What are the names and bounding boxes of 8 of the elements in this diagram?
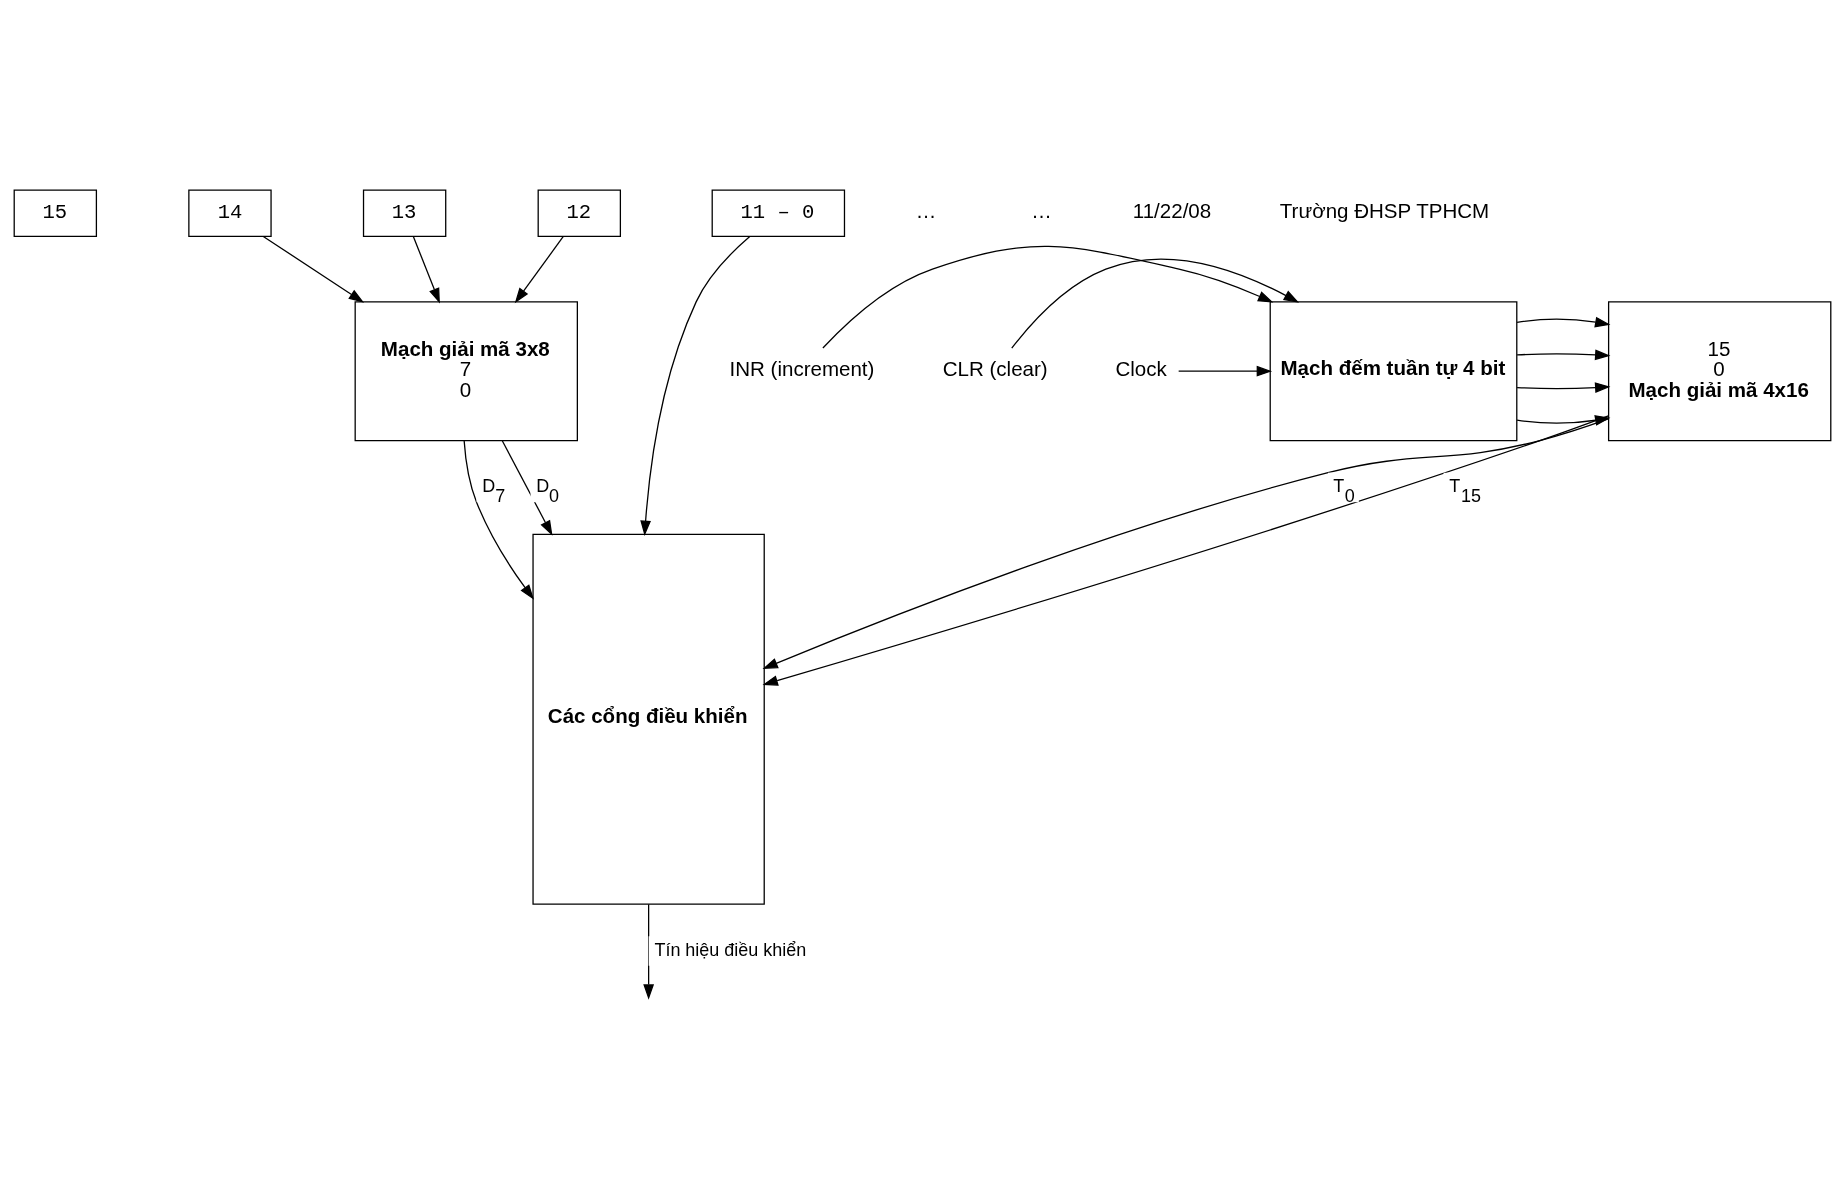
node-text: INR (increment) [729, 356, 875, 380]
label: … [915, 198, 937, 222]
label: 11/22/08 [1132, 198, 1212, 222]
node-text: Clock [1115, 356, 1167, 380]
node-text: CLR (clear) [942, 356, 1048, 380]
edge-label: Tín hiệu điều khiển [654, 939, 807, 960]
label: … [1031, 198, 1052, 222]
label: Trường ĐHSP TPHCM [1279, 198, 1490, 222]
